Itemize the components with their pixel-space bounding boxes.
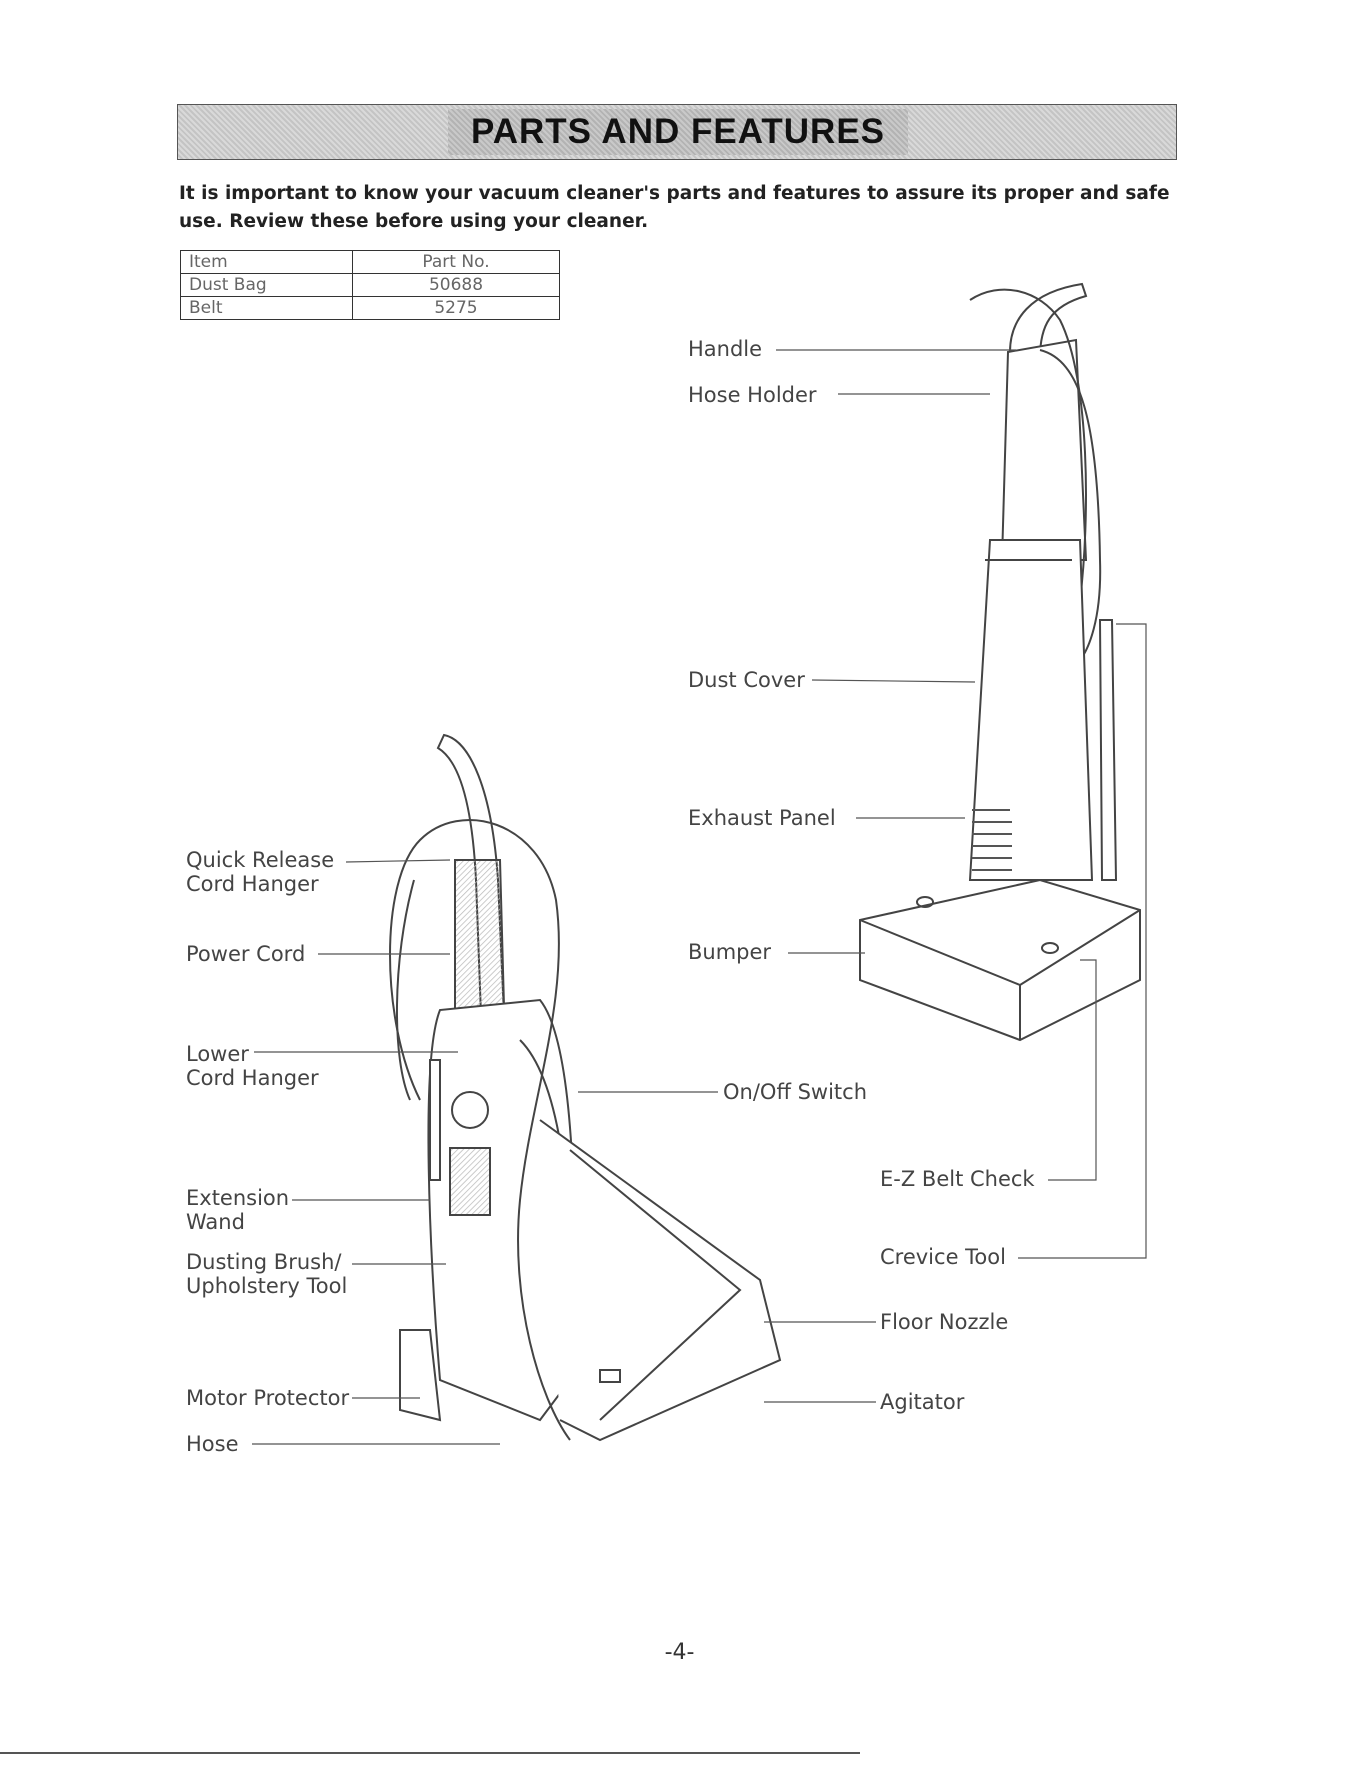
label-floor-nozzle: Floor Nozzle [880,1310,1009,1334]
rear-view-vacuum [859,282,1141,1042]
table-row: Belt 5275 [180,296,560,320]
label-extension-wand: Extension Wand [186,1186,290,1234]
label-power-cord: Power Cord [186,942,306,966]
label-ez-belt-check: E-Z Belt Check [880,1167,1035,1191]
title-inner: PARTS AND FEATURES [448,109,908,155]
label-on-off-switch: On/Off Switch [723,1080,868,1104]
label-crevice-tool: Crevice Tool [880,1245,1006,1269]
label-exhaust-panel: Exhaust Panel [688,806,836,830]
front-view-vacuum [389,733,782,1442]
label-dusting-brush: Dusting Brush/ Upholstery Tool [186,1250,348,1298]
table-row: Dust Bag 50688 [180,273,560,297]
parts-table: Item Part No. Dust Bag 50688 Belt 5275 [180,250,560,320]
page-title: PARTS AND FEATURES [470,112,886,151]
label-lower-cord-hanger: Lower Cord Hanger [186,1042,319,1090]
table-cell-part-no: 5275 [352,296,560,320]
intro-text: It is important to know your vacuum clea… [179,183,1170,232]
exhaust-panel-grille [972,809,1012,871]
table-header-part-no: Part No. [352,250,560,274]
table-cell-item: Belt [180,296,353,320]
page-number: -4- [664,1640,695,1665]
label-dust-cover: Dust Cover [688,668,805,692]
label-hose-holder: Hose Holder [688,383,817,407]
label-bumper: Bumper [688,940,772,964]
table-header-item: Item [180,250,353,274]
table-header-row: Item Part No. [180,250,560,274]
bottom-rule [0,1752,860,1754]
label-motor-protector: Motor Protector [186,1386,350,1410]
label-agitator: Agitator [880,1390,965,1414]
label-handle: Handle [688,337,763,361]
leader-lines [252,349,1147,1445]
label-quick-release-cord-hanger: Quick Release Cord Hanger [186,848,335,896]
label-hose: Hose [186,1432,239,1456]
title-bar: PARTS AND FEATURES [177,104,1177,160]
